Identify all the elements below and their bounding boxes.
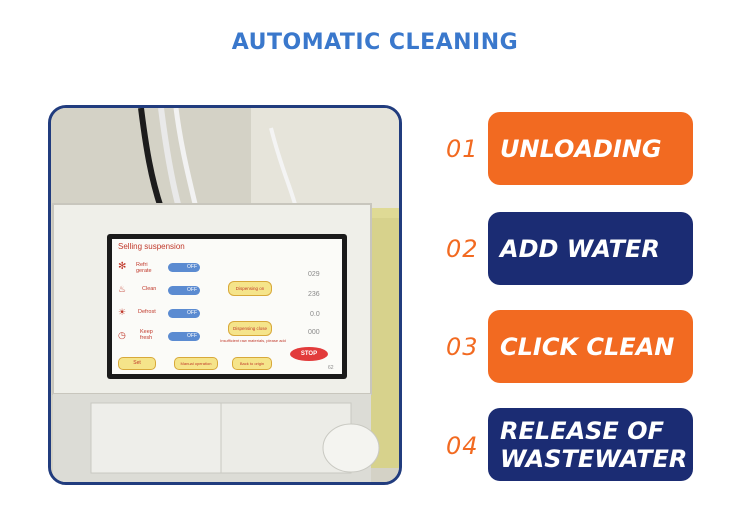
- screen-row-keep-fresh: ◷ Keep fresh OFF: [118, 329, 218, 345]
- step-label-line-2: WASTEWATER: [500, 444, 688, 473]
- step-label: ADD WATER: [500, 234, 660, 263]
- page-title: AUTOMATIC CLEANING: [231, 30, 519, 55]
- step-label-line-1: RELEASE OF: [500, 416, 664, 445]
- row-label: Keep fresh: [140, 329, 153, 341]
- manual-operation-button[interactable]: Manual operation: [174, 357, 218, 370]
- step-number-2: 02: [446, 235, 479, 263]
- toggle-keep-fresh[interactable]: OFF: [168, 332, 200, 341]
- clock-icon: ◷: [118, 330, 126, 340]
- toggle-refrigerate[interactable]: OFF: [168, 263, 200, 272]
- row-label: Refri gerate: [136, 262, 152, 274]
- notice-text: Insufficient raw materials, please add: [220, 338, 286, 343]
- machine-photo: Selling suspension ✻ Refri gerate OFF ♨ …: [48, 105, 402, 485]
- screen-corner-number: 62: [328, 365, 334, 371]
- stop-button[interactable]: STOP: [290, 347, 328, 361]
- row-label: Defrost: [138, 309, 156, 315]
- step-label: CLICK CLEAN: [500, 332, 675, 361]
- screen-row-refrigerate: ✻ Refri gerate OFF: [118, 261, 218, 275]
- set-button[interactable]: Set: [118, 357, 156, 370]
- drop-icon: ♨: [118, 284, 127, 294]
- step-4-release-wastewater: RELEASE OF WASTEWATER: [488, 408, 693, 481]
- step-number-4: 04: [446, 432, 479, 460]
- row-label: Clean: [142, 286, 157, 292]
- reading-1: 029: [308, 271, 320, 278]
- screen-header: Selling suspension: [118, 242, 185, 251]
- step-number-3: 03: [446, 333, 479, 361]
- step-3-click-clean: CLICK CLEAN: [488, 310, 693, 383]
- back-to-origin-button[interactable]: Back to origin: [232, 357, 272, 370]
- screen-row-clean: ♨ Clean OFF: [118, 284, 218, 298]
- toggle-clean[interactable]: OFF: [168, 286, 200, 295]
- dispensing-close-button[interactable]: Dispensing close: [228, 321, 272, 336]
- snowflake-icon: ✻: [118, 261, 127, 272]
- step-number-1: 01: [446, 135, 479, 163]
- steps-list: 01 UNLOADING 02 ADD WATER 03 CLICK CLEAN…: [440, 0, 740, 528]
- step-2-add-water: ADD WATER: [488, 212, 693, 285]
- sun-icon: ☀: [118, 307, 127, 317]
- step-label: UNLOADING: [500, 134, 662, 163]
- reading-3: 0.0: [310, 311, 320, 318]
- dispensing-on-button[interactable]: Dispensing on: [228, 281, 272, 296]
- reading-2: 236: [308, 291, 320, 298]
- reading-4: 000: [308, 329, 320, 336]
- screen-row-defrost: ☀ Defrost OFF: [118, 307, 218, 321]
- device-screen: Selling suspension ✻ Refri gerate OFF ♨ …: [112, 239, 342, 374]
- machine-illustration: [51, 108, 399, 482]
- step-1-unloading: UNLOADING: [488, 112, 693, 185]
- toggle-defrost[interactable]: OFF: [168, 309, 200, 318]
